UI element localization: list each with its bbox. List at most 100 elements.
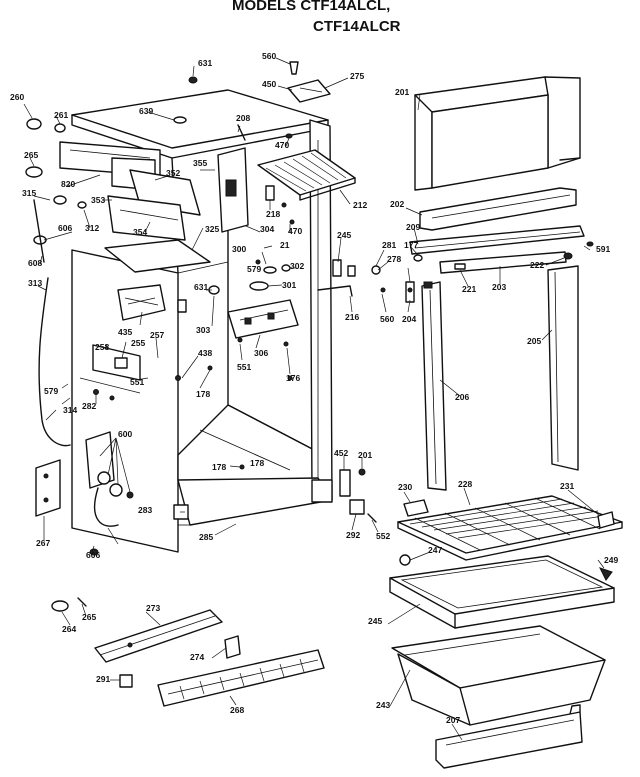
part-callout-label: 560 — [380, 314, 394, 324]
part-callout-label: 435 — [118, 327, 132, 337]
refrigerator-cabinet — [71, 89, 333, 553]
part-callout-label: 438 — [198, 348, 212, 358]
part-callout-label: 282 — [82, 401, 96, 411]
part-callout-label: 21 — [280, 240, 290, 250]
part-callout-label: 228 — [458, 479, 472, 489]
part-callout-label: 267 — [36, 538, 50, 548]
part-callout-label: 579 — [247, 264, 261, 274]
part-callout-label: 304 — [260, 224, 274, 234]
part-callout-label: 352 — [166, 168, 180, 178]
part-callout-label: 301 — [282, 280, 296, 290]
part-callout-label: 606 — [58, 223, 72, 233]
part-callout-label: 268 — [230, 705, 244, 715]
door-channel-202 — [419, 187, 577, 231]
relay-assembly-600 — [85, 431, 134, 527]
part-callout-label: 606 — [86, 550, 100, 560]
part-callout-label: 278 — [387, 254, 401, 264]
door-strip-206 — [421, 281, 447, 491]
part-callout-label: 257 — [150, 330, 164, 340]
grille-273 — [94, 609, 223, 663]
part-callout-label: 201 — [395, 87, 409, 97]
crisper-cover-245 — [389, 555, 615, 629]
part-callout-label: 579 — [44, 386, 58, 396]
part-callout-label: 639 — [139, 106, 153, 116]
part-callout-label: 631 — [194, 282, 208, 292]
part-callout-label: 291 — [96, 674, 110, 684]
part-callout-label: 206 — [455, 392, 469, 402]
part-callout-label: 275 — [350, 71, 364, 81]
part-callout-label: 560 — [262, 51, 276, 61]
part-callout-label: 178 — [212, 462, 226, 472]
leader-lines — [23, 57, 605, 741]
part-callout-label: 265 — [82, 612, 96, 622]
part-callout-label: 178 — [250, 458, 264, 468]
part-callout-label: 245 — [368, 616, 382, 626]
part-callout-label: 230 — [398, 482, 412, 492]
part-callout-label: 353 — [91, 195, 105, 205]
part-callout-label: 201 — [358, 450, 372, 460]
part-callout-label: 202 — [390, 199, 404, 209]
part-callout-label: 551 — [130, 377, 144, 387]
thermostat-bracket — [79, 344, 141, 401]
part-callout-label: 209 — [406, 222, 420, 232]
drain-tube — [33, 199, 71, 447]
part-callout-label: 306 — [254, 348, 268, 358]
part-callout-label: 216 — [345, 312, 359, 322]
part-callout-label: 355 — [193, 158, 207, 168]
door-strip-205 — [547, 265, 579, 471]
part-callout-label: 205 — [527, 336, 541, 346]
freezer-door-gasket-201 — [414, 76, 581, 191]
part-callout-label: 285 — [199, 532, 213, 542]
bracket-267 — [35, 459, 61, 517]
part-callout-label: 450 — [262, 79, 276, 89]
part-callout-label: 820 — [61, 179, 75, 189]
model-title-line-2: CTF14ALCR — [313, 18, 401, 35]
part-callout-label: 354 — [133, 227, 147, 237]
small-parts-lower-left — [51, 548, 241, 688]
part-callout-label: 204 — [402, 314, 416, 324]
part-callout-label: 551 — [237, 362, 251, 372]
part-callout-label: 303 — [196, 325, 210, 335]
kickplate-grille-268 — [157, 649, 325, 707]
part-callout-label: 249 — [604, 555, 618, 565]
part-callout-label: 315 — [22, 188, 36, 198]
part-callout-label: 281 — [382, 240, 396, 250]
part-callout-label: 221 — [462, 284, 476, 294]
part-callout-label: 243 — [376, 700, 390, 710]
part-callout-label: 176 — [286, 373, 300, 383]
part-callout-label: 274 — [190, 652, 204, 662]
part-callout-label: 261 — [54, 110, 68, 120]
divider-bar-209 — [409, 225, 585, 255]
model-title-line-1: MODELS CTF14ALCL, — [232, 0, 391, 14]
evaporator-housing — [59, 141, 211, 273]
part-callout-label: 212 — [353, 200, 367, 210]
part-callout-label: 258 — [95, 342, 109, 352]
part-callout-label: 265 — [24, 150, 38, 160]
part-callout-label: 260 — [10, 92, 24, 102]
part-callout-label: 608 — [28, 258, 42, 268]
part-callout-label: 452 — [334, 448, 348, 458]
part-callout-label: 591 — [596, 244, 610, 254]
lower-hinge-parts — [339, 468, 377, 523]
crisper-pan-243 — [391, 625, 606, 726]
part-callout-label: 207 — [446, 715, 460, 725]
small-parts-upper-left — [25, 118, 87, 245]
part-callout-label: 178 — [196, 389, 210, 399]
part-callout-label: 631 — [198, 58, 212, 68]
part-callout-label: 264 — [62, 624, 76, 634]
part-callout-label: 247 — [428, 545, 442, 555]
freezer-shelf-212 — [257, 149, 356, 201]
thermostat-housing-355 — [217, 147, 249, 233]
part-callout-label: 302 — [290, 261, 304, 271]
control-panel-306 — [227, 299, 299, 339]
part-callout-label: 222 — [530, 260, 544, 270]
part-callout-label: 312 — [85, 223, 99, 233]
hinge-parts-mid — [317, 259, 415, 303]
part-callout-label: 470 — [288, 226, 302, 236]
trim-bar-203 — [439, 251, 567, 274]
top-hinge-parts — [173, 61, 331, 141]
part-callout-label: 283 — [138, 505, 152, 515]
part-callout-label: 470 — [275, 140, 289, 150]
